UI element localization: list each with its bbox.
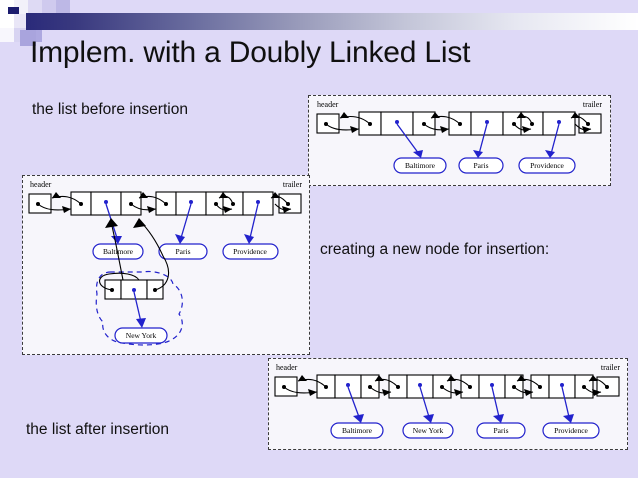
caption-list-after-insertion: the list after insertion <box>26 421 170 438</box>
diagram1-city-1: Paris <box>474 161 489 170</box>
diagram2-city-1: Paris <box>176 247 191 256</box>
diagram2-canvas: Baltimore Paris Providence <box>28 191 302 346</box>
deco-block-2 <box>28 0 42 14</box>
deco-block-3 <box>42 0 56 14</box>
diagram2-city-2: Providence <box>233 247 267 256</box>
diagram2-city-0: Baltimore <box>103 247 134 256</box>
title-gradient-bar <box>26 13 638 30</box>
caption-creating-new-node: creating a new node for insertion: <box>320 241 550 258</box>
diagram1-city-0: Baltimore <box>405 161 436 170</box>
diagram3-header-label: header <box>276 363 298 372</box>
diagram3-trailer-label: trailer <box>600 363 620 372</box>
diagram-list-after-insertion: header trailer <box>268 358 628 450</box>
diagram2-trailer-label: trailer <box>282 180 302 189</box>
deco-block-6 <box>0 14 14 28</box>
diagram3-city-2: Paris <box>494 426 509 435</box>
deco-block-10 <box>0 28 14 42</box>
diagram1-city-labels: Baltimore Paris Providence <box>405 161 565 170</box>
deco-block-4 <box>56 0 70 14</box>
diagram-list-before-insertion: header trailer <box>308 95 611 186</box>
caption-list-before-insertion: the list before insertion <box>32 101 188 118</box>
deco-block-5 <box>8 7 19 18</box>
deco-block-7 <box>14 14 28 28</box>
diagram2-header-label: header <box>30 180 52 189</box>
diagram2-new-node-label: New York <box>126 331 157 340</box>
diagram1-header-label: header <box>317 100 339 109</box>
diagram1-canvas: Baltimore Paris Providence <box>316 111 602 174</box>
diagram1-city-2: Providence <box>530 161 564 170</box>
diagram3-canvas: Baltimore New York Paris Providence <box>274 374 620 439</box>
deco-block-13 <box>20 30 36 46</box>
diagram2-new-node-highlight <box>95 270 183 346</box>
diagram3-city-1: New York <box>413 426 444 435</box>
diagram3-city-0: Baltimore <box>342 426 373 435</box>
diagram1-trailer-label: trailer <box>582 100 602 109</box>
diagram-list-during-insertion: header trailer <box>22 175 310 355</box>
page-title: Implem. with a Doubly Linked List <box>30 36 471 69</box>
diagram3-city-3: Providence <box>554 426 588 435</box>
